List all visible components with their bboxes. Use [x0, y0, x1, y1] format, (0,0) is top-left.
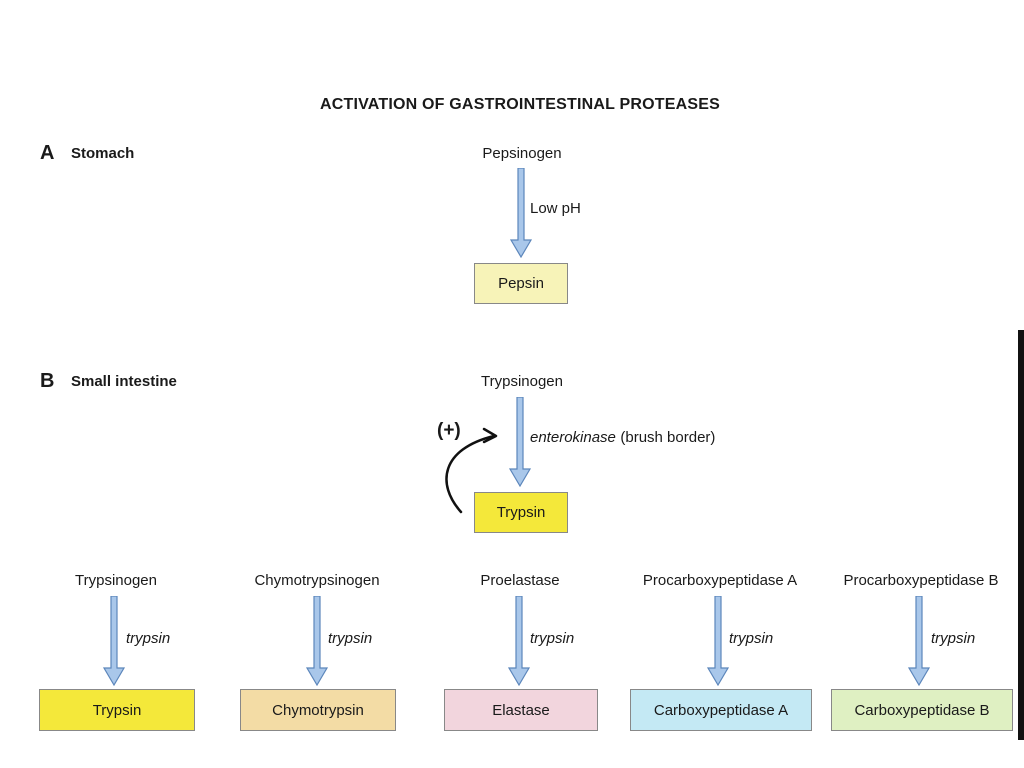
- cascade-precursor-proelastase: Proelastase: [480, 572, 560, 589]
- cascade-arrow-procarboxypeptidase-a: [706, 596, 730, 686]
- section-b-label: Small intestine: [71, 373, 177, 390]
- positive-feedback-arrow: [445, 427, 498, 514]
- cascade-precursor-trypsinogen: Trypsinogen: [75, 572, 157, 589]
- cascade-enzyme-chymotrypsinogen: trypsin: [328, 630, 373, 647]
- pepsin-box: Pepsin: [474, 263, 568, 304]
- cascade-product-chymotrypsin: Chymotrypsin: [240, 689, 396, 731]
- page-edge-shadow: [1018, 330, 1024, 740]
- cascade-product-elastase: Elastase: [444, 689, 598, 731]
- low-ph-label: Low pH: [530, 200, 581, 217]
- cascade-arrow-procarboxypeptidase-b: [907, 596, 931, 686]
- trypsinogen-label: Trypsinogen: [481, 373, 563, 390]
- cascade-enzyme-procarboxypeptidase-a: trypsin: [729, 630, 774, 647]
- cascade-arrow-proelastase: [507, 596, 531, 686]
- enterokinase-annotation: enterokinase (brush border): [530, 429, 715, 447]
- pepsinogen-label: Pepsinogen: [482, 145, 562, 162]
- cascade-precursor-procarboxypeptidase-a: Procarboxypeptidase A: [642, 572, 798, 589]
- cascade-arrow-trypsinogen: [102, 596, 126, 686]
- cascade-precursor-procarboxypeptidase-b: Procarboxypeptidase B: [843, 572, 999, 589]
- trypsin-box: Trypsin: [474, 492, 568, 533]
- enterokinase-label: enterokinase: [530, 429, 616, 446]
- section-b-letter: B: [40, 370, 55, 392]
- enterokinase-arrow: [508, 397, 532, 487]
- section-a-letter: A: [40, 142, 55, 164]
- diagram-title: ACTIVATION OF GASTROINTESTINAL PROTEASES: [319, 96, 720, 113]
- cascade-enzyme-proelastase: trypsin: [530, 630, 575, 647]
- cascade-enzyme-procarboxypeptidase-b: trypsin: [931, 630, 976, 647]
- section-a-label: Stomach: [71, 145, 135, 162]
- cascade-product-carboxypeptidase-b: Carboxypeptidase B: [831, 689, 1013, 731]
- cascade-precursor-chymotrypsinogen: Chymotrypsinogen: [254, 572, 380, 589]
- cascade-arrow-chymotrypsinogen: [305, 596, 329, 686]
- cascade-enzyme-trypsinogen: trypsin: [126, 630, 171, 647]
- positive-feedback-label: (+): [437, 420, 461, 441]
- cascade-product-trypsin: Trypsin: [39, 689, 195, 731]
- brush-border-label: (brush border): [620, 429, 716, 446]
- cascade-product-carboxypeptidase-a: Carboxypeptidase A: [630, 689, 812, 731]
